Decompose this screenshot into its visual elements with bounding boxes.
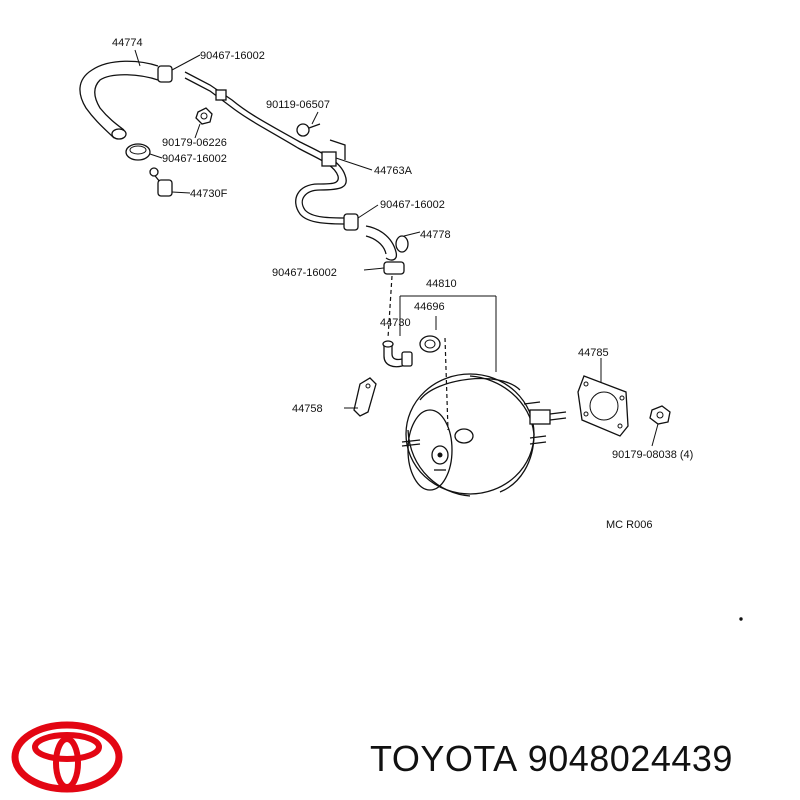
dashed-guide-1 [387,275,393,339]
label-90179-08038: 90179-08038 (4) [612,449,693,461]
dashed-guide-2 [444,337,449,431]
gasket-44785 [577,358,629,437]
clamp-top [157,54,201,83]
brand-name: TOYOTA [370,738,518,779]
check-valve-44730f [149,167,191,197]
label-90119-06507: 90119-06507 [266,99,330,111]
bolt-90119 [296,111,321,137]
bracket-44758 [344,377,377,417]
label-44730f: 44730F [190,188,228,200]
label-90467-16002-right: 90467-16002 [380,199,445,211]
label-90467-16002-top: 90467-16002 [200,50,265,62]
label-44810: 44810 [426,278,457,290]
label-44730: 44730 [380,317,411,329]
toyota-logo [11,721,123,793]
label-90467-16002-lower: 90467-16002 [272,267,337,279]
grommet-44696 [419,335,441,353]
brake-booster-44610 [401,373,567,497]
label-90467-16002-left: 90467-16002 [162,153,227,165]
nut-90179-06226 [194,107,213,139]
stray-mark [739,617,743,621]
hose-44778 [365,225,421,261]
elbow-44730 [382,340,413,368]
leader-44810 [399,295,497,372]
label-44785: 44785 [578,347,609,359]
nut-90179-08038 [649,405,671,447]
label-44763a: 44763A [374,165,413,177]
diagram-code: MC R006 [606,519,652,531]
hose-44774 [79,49,159,140]
label-44778: 44778 [420,229,451,241]
vacuum-pipe-44763a [184,71,373,225]
clamp-left [125,143,163,161]
label-44758: 44758 [292,403,323,415]
clamp-90467-c [343,204,379,231]
label-44774: 44774 [112,37,143,49]
clamp-90467-d [363,261,405,275]
label-90179-06226: 90179-06226 [162,137,227,149]
label-44696: 44696 [414,301,445,313]
part-number: 9048024439 [527,738,733,779]
